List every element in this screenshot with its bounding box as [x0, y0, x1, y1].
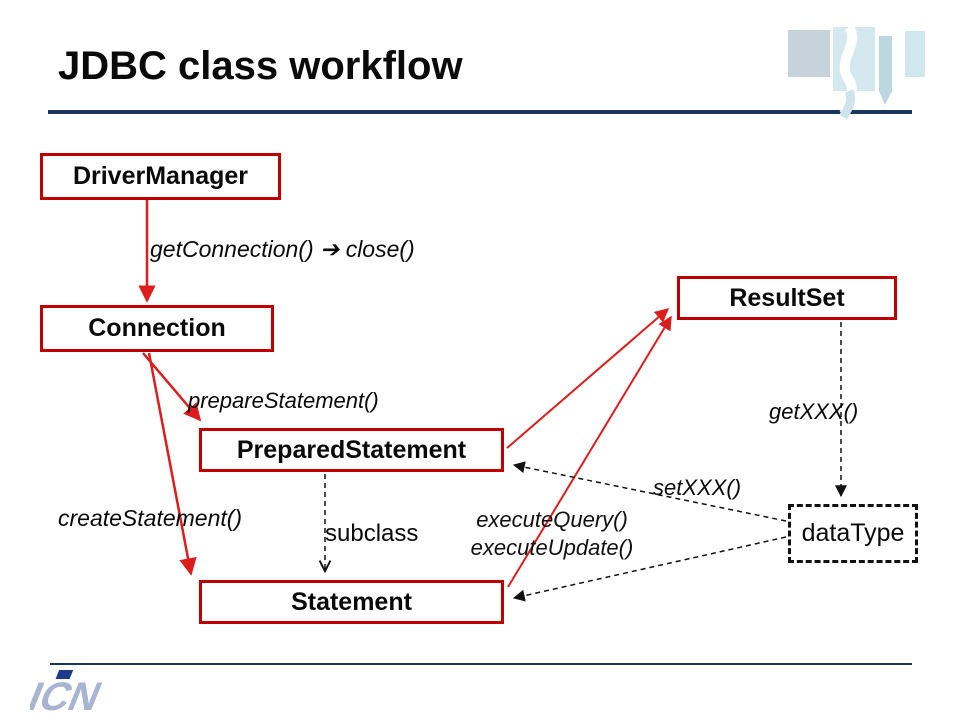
edge-label-executeupdate: executeUpdate()	[470, 535, 634, 560]
title-divider	[48, 110, 912, 114]
university-logo-icon	[788, 24, 925, 120]
node-preparedstatement: PreparedStatement	[199, 428, 504, 472]
edge-label-setxxx: setXXX()	[653, 475, 742, 500]
node-drivermanager-label: DriverManager	[72, 162, 249, 190]
edge-label-subclass: subclass	[325, 520, 419, 547]
logo-bar	[879, 36, 892, 91]
node-preparedstatement-label: PreparedStatement	[236, 435, 467, 464]
edge-label-executequery: executeQuery()	[476, 507, 628, 532]
logo-block	[905, 31, 925, 77]
edge-label-createstatement: createStatement()	[58, 505, 243, 531]
node-connection: Connection	[40, 305, 274, 352]
node-statement-label: Statement	[291, 587, 412, 616]
icn-logo-dot	[55, 670, 74, 679]
node-statement: Statement	[199, 580, 504, 624]
edge-label-getxxx: getXXX()	[769, 399, 859, 424]
logo-block	[788, 30, 830, 77]
logo-bar-tip	[879, 91, 892, 105]
icn-logo: ICN	[30, 670, 109, 716]
node-resultset: ResultSet	[677, 276, 897, 320]
edge-label-execute-block: executeQuery() executeUpdate()	[438, 506, 666, 562]
node-datatype-label: dataType	[801, 519, 905, 547]
logo-swoosh-tail	[839, 89, 856, 120]
page-title: JDBC class workflow	[58, 44, 463, 88]
node-datatype: dataType	[788, 504, 918, 563]
icn-logo-text: ICN	[30, 673, 109, 716]
arrow-connection-to-statement	[147, 352, 197, 576]
node-drivermanager: DriverManager	[40, 153, 281, 200]
edge-label-preparestatement: prepareStatement()	[188, 388, 379, 413]
node-connection-label: Connection	[88, 314, 226, 342]
arrow-preparedstatement-to-resultset	[506, 308, 670, 449]
footer-divider	[50, 663, 912, 665]
edge-label-getconnection: getConnection() ➔ close()	[150, 236, 415, 262]
node-resultset-label: ResultSet	[729, 283, 845, 312]
